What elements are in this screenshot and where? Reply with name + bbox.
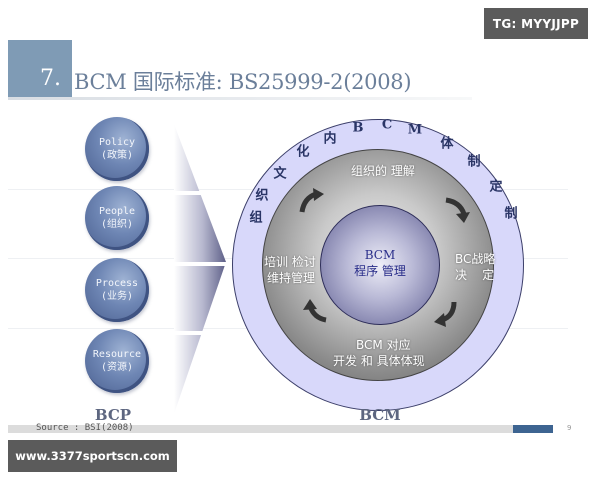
cycle-step-maintain-l2: 维持管理 xyxy=(267,271,316,285)
bcp-item-zh: (政策) xyxy=(100,150,134,161)
ring-char: 体 xyxy=(440,136,454,152)
cycle-arrow-icon xyxy=(434,301,457,327)
core-label-l2: 程序 管理 xyxy=(354,264,406,278)
ring-char: 文 xyxy=(273,166,287,182)
page-number: 9 xyxy=(567,424,572,432)
page-title: BCM 国际标准: BS25999-2(2008) xyxy=(74,70,412,94)
ring-char: C xyxy=(381,117,393,133)
bcp-item-en: Policy xyxy=(98,137,136,148)
footer-bar xyxy=(8,425,553,433)
ring-char: 内 xyxy=(323,131,337,147)
source-citation: Source : BSI(2008) xyxy=(36,423,134,433)
ring-char: 织 xyxy=(255,188,269,204)
bcm-label: BCM xyxy=(359,406,401,424)
ring-char: B xyxy=(352,120,364,136)
ring-char: 制 xyxy=(467,154,481,170)
ring-char: 制 xyxy=(504,206,518,222)
bcp-item-en: People xyxy=(98,206,136,217)
bcm-core xyxy=(320,205,440,325)
ring-char: 化 xyxy=(296,144,310,160)
cycle-arrow-icon xyxy=(303,299,327,323)
bcp-item-en: Process xyxy=(95,278,139,289)
cycle-step-develop-l2: 开发 和 具体体现 xyxy=(333,354,425,368)
cycle-step-maintain-l1: 培训 检讨 xyxy=(264,255,316,269)
title-number: 7. xyxy=(40,66,61,91)
footer-accent xyxy=(513,425,553,433)
ring-char: M xyxy=(407,122,423,138)
cycle-step-understand: 组织的 理解 xyxy=(351,164,415,178)
cycle-step-develop-l1: BCM 对应 xyxy=(356,338,411,352)
bcp-item-en: Resource xyxy=(92,349,142,360)
bcp-item-process: Process (业务) xyxy=(85,258,149,322)
core-label-l1: BCM xyxy=(364,248,396,262)
bcp-item-resource: Resource (资源) xyxy=(85,329,149,393)
bcp-label: BCP xyxy=(94,406,132,424)
funnel-arrow-icon xyxy=(168,124,228,414)
cycle-arrow-icon xyxy=(299,188,324,213)
bcp-item-people: People (组织) xyxy=(85,186,149,250)
watermark-url: www.3377sportscn.com xyxy=(8,440,177,472)
bcp-item-zh: (业务) xyxy=(100,291,134,302)
title-accent-block xyxy=(8,40,72,97)
cycle-arrow-icon xyxy=(445,197,470,223)
bcp-item-zh: (组织) xyxy=(100,219,134,230)
cycle-step-strategy-l2: 决 定 xyxy=(455,268,495,282)
title-divider xyxy=(8,97,472,100)
bcp-item-zh: (资源) xyxy=(100,362,134,373)
ring-char: 定 xyxy=(489,179,503,195)
watermark-tg: TG: MYYJJPP xyxy=(484,8,588,39)
bcp-item-policy: Policy (政策) xyxy=(85,117,149,181)
cycle-step-strategy-l1: BC战略 xyxy=(455,252,496,266)
ring-char: 组 xyxy=(249,210,263,226)
